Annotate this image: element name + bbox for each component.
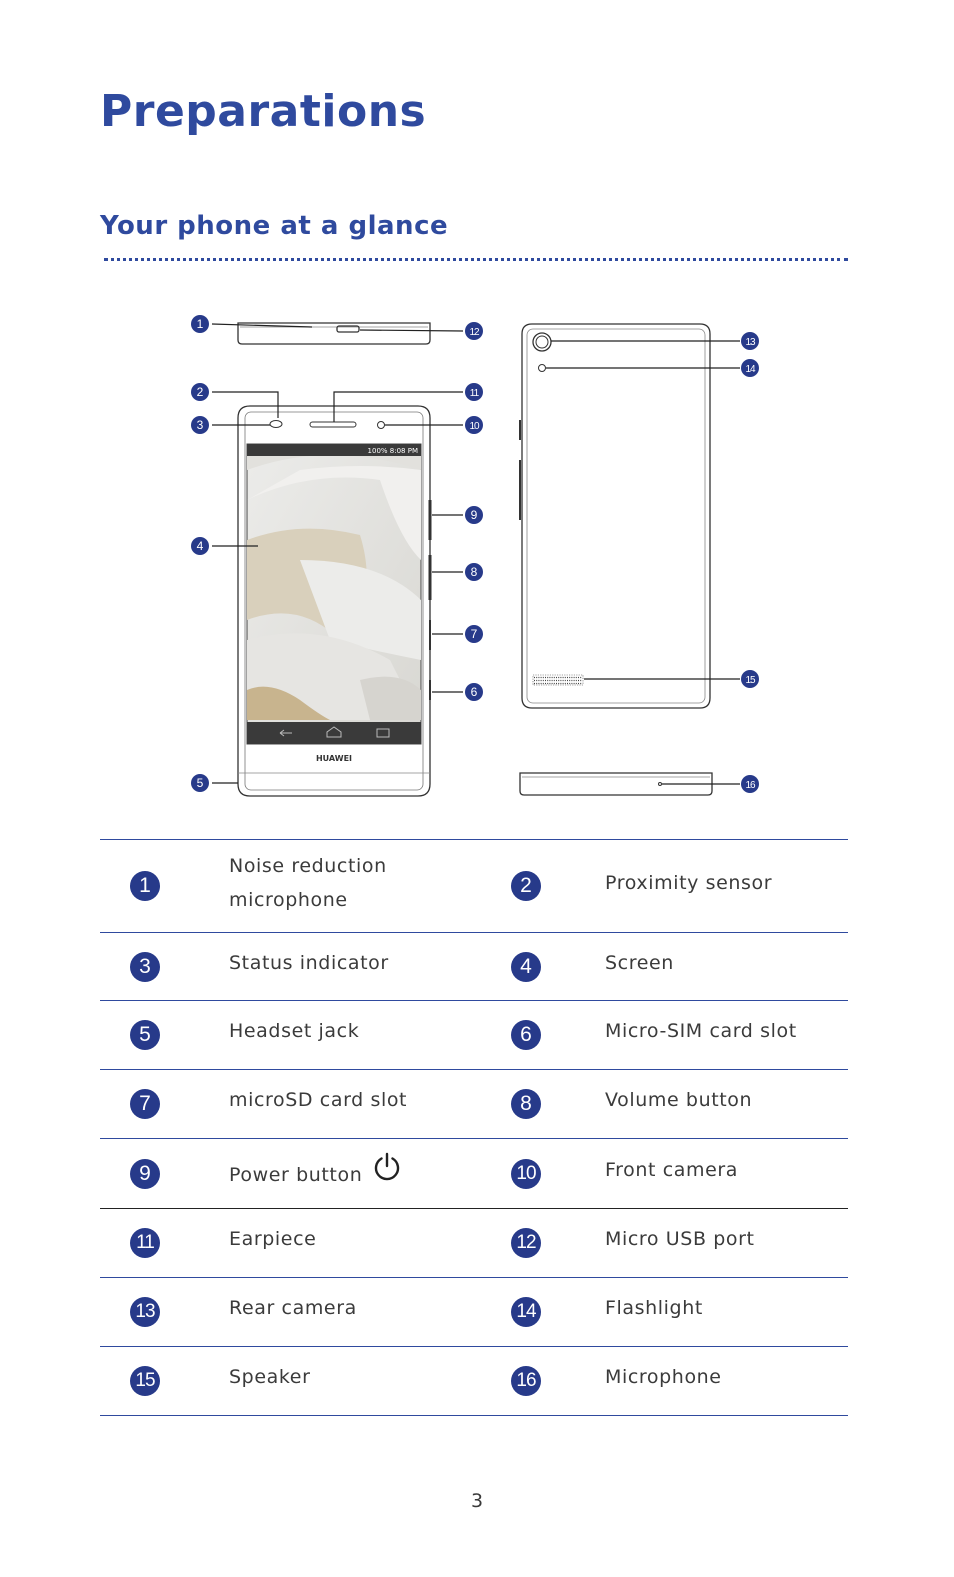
item-label: Micro-SIM card slot: [605, 1020, 797, 1042]
svg-text:10: 10: [469, 421, 480, 432]
callout-7: 7: [465, 625, 483, 643]
dotted-divider: [104, 258, 848, 261]
phone-top-view: [237, 322, 431, 345]
page-number: 3: [470, 1490, 484, 1512]
table-row: 15 Speaker 16 Microphone: [100, 1347, 848, 1416]
item-label: Power button: [229, 1164, 363, 1186]
svg-text:8: 8: [471, 565, 478, 579]
item-label: Front camera: [605, 1159, 739, 1181]
callout-10: 10: [465, 416, 483, 434]
item-number-badge: 6: [511, 1020, 541, 1050]
phone-screen: 100% 8:08 PM HUAWEI: [246, 443, 422, 763]
svg-text:1: 1: [197, 317, 204, 331]
item-label: Headset jack: [229, 1020, 360, 1042]
svg-text:3: 3: [197, 418, 204, 432]
svg-text:4: 4: [197, 539, 204, 553]
item-number-badge: 13: [130, 1297, 160, 1327]
phone-bottom-view: [519, 772, 713, 796]
svg-text:11: 11: [470, 388, 480, 399]
item-number-badge: 11: [130, 1228, 160, 1258]
callout-1: 1: [191, 315, 209, 333]
item-label: Noise reduction microphone: [229, 855, 387, 911]
item-number-badge: 8: [511, 1089, 541, 1119]
item-label: Screen: [605, 952, 674, 974]
item-label: Volume button: [605, 1089, 753, 1111]
status-bar-text: 100% 8:08 PM: [368, 447, 418, 455]
svg-text:6: 6: [471, 685, 478, 699]
item-label: Rear camera: [229, 1297, 357, 1319]
phone-back-view: [519, 323, 711, 709]
callout-8: 8: [465, 563, 483, 581]
callout-3: 3: [191, 416, 209, 434]
svg-text:7: 7: [471, 627, 478, 641]
speaker-grille: [532, 674, 584, 686]
item-number-badge: 10: [511, 1158, 541, 1189]
item-number-badge: 4: [511, 951, 541, 982]
item-label: Micro USB port: [605, 1228, 755, 1250]
svg-text:12: 12: [469, 327, 480, 338]
table-row: 1 Noise reduction microphone 2 Proximity…: [100, 840, 848, 933]
callout-4: 4: [191, 537, 209, 555]
table-row: 13 Rear camera 14 Flashlight: [100, 1278, 848, 1347]
callout-11: 11: [465, 383, 483, 401]
callout-6: 6: [465, 683, 483, 701]
callout-16: 16: [741, 775, 759, 793]
callout-12: 12: [465, 322, 483, 340]
item-label: Earpiece: [229, 1228, 317, 1250]
phone-diagram: 100% 8:08 PM HUAWEI: [191, 315, 759, 797]
callout-13: 13: [741, 332, 759, 350]
table-row: 9 Power button 10 Front camera: [100, 1139, 848, 1209]
item-label: Speaker: [229, 1366, 311, 1388]
table-row: 7 microSD card slot 8 Volume button: [100, 1070, 848, 1139]
table-row: 5 Headset jack 6 Micro-SIM card slot: [100, 1001, 848, 1070]
item-number-badge: 3: [130, 951, 160, 982]
callout-2: 2: [191, 383, 209, 401]
table-row: 11 Earpiece 12 Micro USB port: [100, 1209, 848, 1278]
callout-lines: [211, 323, 740, 785]
item-number-badge: 7: [130, 1089, 160, 1119]
svg-text:13: 13: [745, 337, 756, 348]
item-label: Status indicator: [229, 952, 389, 974]
item-number-badge: 9: [130, 1158, 160, 1189]
item-label: Proximity sensor: [605, 872, 773, 894]
item-number-badge: 12: [511, 1228, 541, 1258]
svg-text:16: 16: [745, 780, 756, 791]
callout-9: 9: [465, 506, 483, 524]
power-icon: [372, 1151, 402, 1192]
svg-text:5: 5: [197, 776, 204, 790]
section-title: Your phone at a glance: [100, 211, 449, 241]
callout-5: 5: [191, 774, 209, 792]
table-row: 3 Status indicator 4 Screen: [100, 933, 848, 1001]
callout-14: 14: [741, 359, 759, 377]
item-number-badge: 5: [130, 1020, 160, 1050]
svg-text:14: 14: [745, 364, 756, 375]
item-number-badge: 14: [511, 1297, 541, 1327]
item-label: Microphone: [605, 1366, 722, 1388]
phone-front-view: [237, 405, 432, 797]
item-number-badge: 16: [511, 1366, 541, 1396]
parts-table: 1 Noise reduction microphone 2 Proximity…: [100, 839, 848, 1416]
svg-text:2: 2: [197, 385, 204, 399]
brand-logo: HUAWEI: [316, 754, 352, 763]
callout-15: 15: [741, 670, 759, 688]
item-number-badge: 2: [511, 871, 541, 901]
item-label: Flashlight: [605, 1297, 703, 1319]
svg-text:9: 9: [471, 508, 478, 522]
callout-badges: 1 2 3 4 5 6 7 8 9 10 11 12 13 14 15 16: [191, 315, 759, 793]
page-title: Preparations: [100, 86, 427, 137]
item-number-badge: 1: [130, 871, 160, 901]
item-label: microSD card slot: [229, 1089, 408, 1111]
svg-text:15: 15: [745, 675, 756, 686]
item-number-badge: 15: [130, 1366, 160, 1396]
